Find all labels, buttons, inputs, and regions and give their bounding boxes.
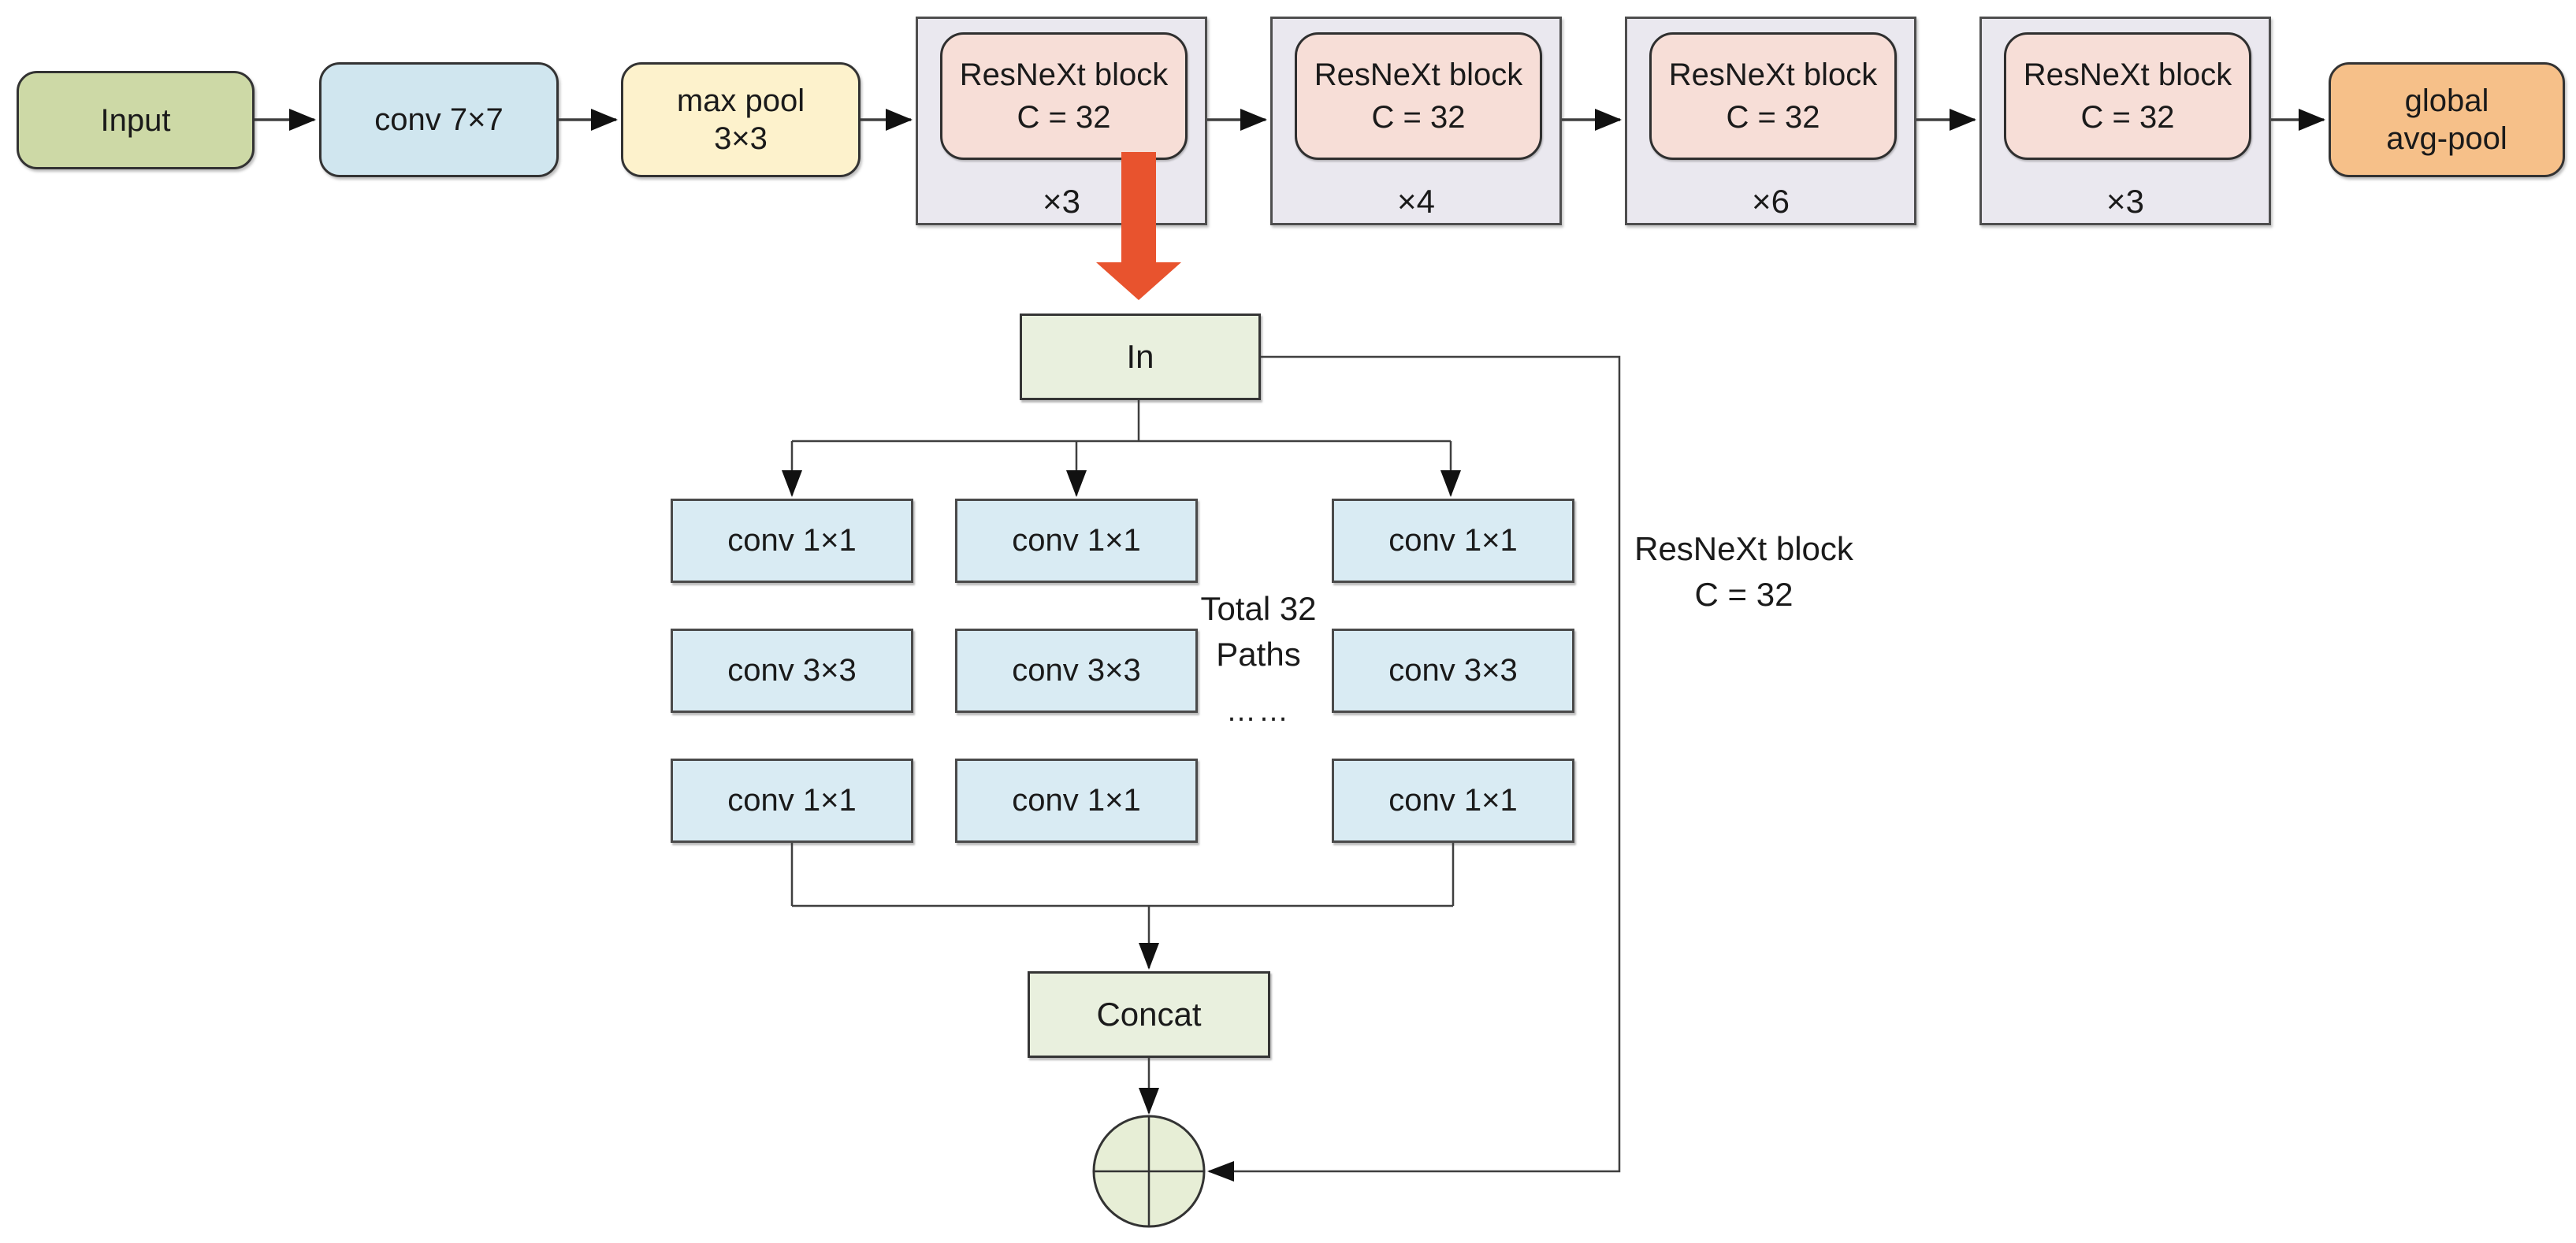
conv-grid-cell-r3c2: conv 1×1 <box>955 759 1198 843</box>
conv-grid-label: conv 1×1 <box>727 783 857 818</box>
input-node: Input <box>17 71 255 169</box>
stage-1-resnext-block: ResNeXt block C = 32 <box>940 32 1188 160</box>
maxpool-label: max pool 3×3 <box>676 83 805 156</box>
conv-grid-cell-r3c1: conv 1×1 <box>671 759 913 843</box>
stage-2-resnext-block: ResNeXt block C = 32 <box>1295 32 1542 160</box>
resnext-block-side-label: ResNeXt block C = 32 <box>1634 530 1853 613</box>
stage-4-repeat-label: ×3 <box>2106 183 2144 220</box>
conv-grid-cell-r1c1: conv 1×1 <box>671 499 913 583</box>
conv-grid-label: conv 3×3 <box>727 653 857 688</box>
conv-grid-cell-r2c3: conv 3×3 <box>1332 629 1574 713</box>
stage-3-block-label: ResNeXt block C = 32 <box>1668 58 1878 135</box>
in-label: In <box>1126 338 1154 375</box>
plus-icon <box>1094 1116 1204 1226</box>
stage-3: ResNeXt block C = 32 ×6 <box>1625 17 1916 225</box>
conv7x7-label: conv 7×7 <box>374 102 504 137</box>
stage-4-resnext-block: ResNeXt block C = 32 <box>2004 32 2251 160</box>
stage-4: ResNeXt block C = 32 ×3 <box>1979 17 2271 225</box>
stage-2-block-label: ResNeXt block C = 32 <box>1314 58 1523 135</box>
conv-grid-cell-r1c2: conv 1×1 <box>955 499 1198 583</box>
stage-1-block-label: ResNeXt block C = 32 <box>959 58 1169 135</box>
conv-grid-cell-r1c3: conv 1×1 <box>1332 499 1574 583</box>
conv-grid-label: conv 1×1 <box>1012 523 1141 558</box>
in-node: In <box>1020 314 1261 400</box>
conv-grid-label: conv 3×3 <box>1388 653 1518 688</box>
global-avgpool-label: global avg-pool <box>2386 83 2507 156</box>
paths-note-line2: Paths <box>1216 636 1301 673</box>
stage-4-block-label: ResNeXt block C = 32 <box>2023 58 2232 135</box>
conv-grid-cell-r2c2: conv 3×3 <box>955 629 1198 713</box>
sum-circle <box>1092 1115 1206 1228</box>
paths-note-dots: …… <box>1226 695 1291 728</box>
conv-grid-label: conv 1×1 <box>1388 783 1518 818</box>
stage-3-resnext-block: ResNeXt block C = 32 <box>1649 32 1897 160</box>
maxpool-node: max pool 3×3 <box>621 62 861 177</box>
conv-grid-label: conv 1×1 <box>1012 783 1141 818</box>
conv-grid-label: conv 1×1 <box>1388 523 1518 558</box>
concat-label: Concat <box>1096 996 1202 1033</box>
paths-note-line1: Total 32 <box>1200 590 1317 627</box>
conv7x7-node: conv 7×7 <box>319 62 559 177</box>
stage-2: ResNeXt block C = 32 ×4 <box>1270 17 1562 225</box>
global-avgpool-node: global avg-pool <box>2329 62 2565 177</box>
conv-grid-label: conv 3×3 <box>1012 653 1141 688</box>
conv-grid-cell-r3c3: conv 1×1 <box>1332 759 1574 843</box>
conv-grid-cell-r2c1: conv 3×3 <box>671 629 913 713</box>
conv-grid-label: conv 1×1 <box>727 523 857 558</box>
stage-1: ResNeXt block C = 32 ×3 <box>916 17 1207 225</box>
stage-1-repeat-label: ×3 <box>1043 183 1080 220</box>
concat-node: Concat <box>1028 971 1270 1058</box>
paths-note: Total 32 Paths …… <box>1158 589 1359 729</box>
stage-3-repeat-label: ×6 <box>1752 183 1790 220</box>
stage-2-repeat-label: ×4 <box>1397 183 1435 220</box>
input-label: Input <box>100 102 171 138</box>
